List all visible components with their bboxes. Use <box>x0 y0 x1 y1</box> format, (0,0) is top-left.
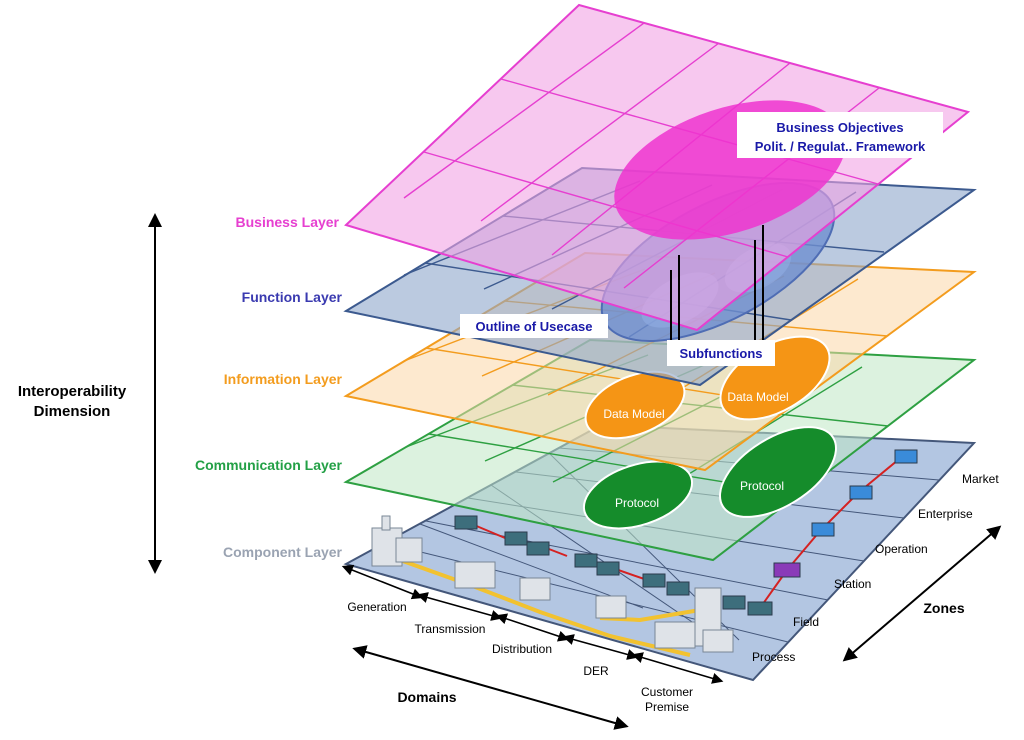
function-layer-label: Function Layer <box>242 289 343 305</box>
business-layer-label: Business Layer <box>236 214 340 230</box>
zones-main-arrow <box>842 525 1002 662</box>
zone-process-label: Process <box>752 650 795 664</box>
zone-enterprise-label: Enterprise <box>918 507 973 521</box>
subfunction-connectors <box>670 225 764 343</box>
protocol-left-text: Protocol <box>615 496 659 510</box>
subfunctions-text: Subfunctions <box>679 346 762 361</box>
protocol-left-ellipse <box>582 460 694 530</box>
domains-main-arrow <box>352 645 629 730</box>
domain-customer-label-1: Customer <box>641 685 693 699</box>
information-layer-label: Information Layer <box>224 371 343 387</box>
domain-transmission-label: Transmission <box>415 622 486 636</box>
domain-customer-label-2: Premise <box>645 700 689 714</box>
interoperability-label-line2: Dimension <box>34 403 111 420</box>
zone-station-label: Station <box>834 577 871 591</box>
data-model-left-text: Data Model <box>603 407 664 421</box>
component-layer-label: Component Layer <box>223 544 343 560</box>
business-objectives-text-1: Business Objectives <box>776 120 903 135</box>
interoperability-label-line1: Interoperability <box>18 383 127 400</box>
domain-generation-label: Generation <box>347 600 406 614</box>
business-objectives-text-2: Polit. / Regulat.. Framework <box>755 139 926 154</box>
subfunctions-box <box>667 340 775 366</box>
data-model-left-ellipse <box>584 370 686 440</box>
business-objectives-box <box>737 112 943 158</box>
zone-operation-label: Operation <box>875 542 928 556</box>
zone-market-label: Market <box>962 472 999 486</box>
domains-title: Domains <box>397 689 456 705</box>
communication-layer-label: Communication Layer <box>195 457 343 473</box>
outline-usecase-box <box>460 314 608 338</box>
domain-der-label: DER <box>583 664 609 678</box>
protocol-right-ellipse <box>719 426 837 518</box>
domain-distribution-label: Distribution <box>492 642 552 656</box>
outline-usecase-text: Outline of Usecase <box>475 319 592 334</box>
data-model-right-text: Data Model <box>727 390 788 404</box>
protocol-right-text: Protocol <box>740 479 784 493</box>
zone-field-label: Field <box>793 615 819 629</box>
zones-title: Zones <box>923 600 964 616</box>
